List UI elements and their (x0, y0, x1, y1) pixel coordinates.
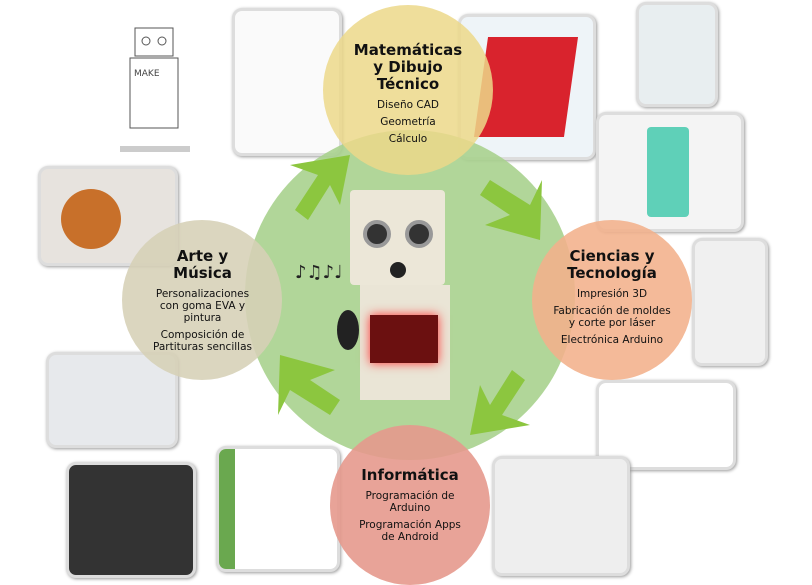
math-title: Matemáticas (353, 41, 463, 59)
science-title: Ciencias y (569, 247, 655, 265)
math-title: y Dibujo (373, 58, 443, 76)
arduino-circuit-photo (596, 380, 736, 470)
science-item: Electrónica Arduino (560, 334, 664, 346)
blockly-code-photo (216, 446, 340, 572)
science-item: Fabricación de moldes y corte por láser (553, 305, 671, 329)
it-item: Programación de Arduino (365, 490, 455, 514)
painted-robot-photo (46, 352, 178, 448)
arrow-icon (290, 155, 350, 220)
art-item: Composición de Partituras sencillas (153, 329, 252, 353)
science-item: Impresión 3D (576, 288, 648, 300)
arrow-icon (470, 370, 530, 435)
art-title: Música (173, 264, 232, 282)
cycle-arrows (278, 155, 542, 435)
science-circle (532, 220, 692, 380)
arrow-icon (278, 355, 340, 415)
robot-sketch-illustration: MAKE (100, 8, 210, 158)
mold-making-photo (636, 2, 718, 107)
3d-printed-parts-photo (596, 112, 744, 232)
laser-cut-robot-photo (692, 238, 768, 366)
it-circle (330, 425, 490, 585)
art-title: Arte y (176, 247, 229, 265)
it-topic: Informática Programación de Arduino Prog… (355, 467, 465, 548)
math-circle (323, 5, 493, 175)
math-item: Diseño CAD (377, 99, 439, 111)
math-item: Cálculo (388, 133, 428, 145)
robot-car-photo (492, 456, 630, 576)
it-title: Informática (361, 466, 459, 484)
math-title: Técnico (376, 75, 440, 93)
science-title: Tecnología (567, 264, 657, 282)
android-app-photo (66, 462, 196, 578)
robot-photo (337, 190, 465, 405)
music-notes-icon: ♪♫♪♩ (295, 262, 343, 283)
arrow-icon (480, 180, 542, 240)
svg-text:MAKE: MAKE (134, 69, 160, 79)
art-item: Personalizaciones con goma EVA y pintura (155, 288, 250, 324)
it-item: Programación Apps de Android (359, 519, 461, 543)
art-circle (122, 220, 282, 380)
math-item: Geometría (380, 116, 436, 128)
